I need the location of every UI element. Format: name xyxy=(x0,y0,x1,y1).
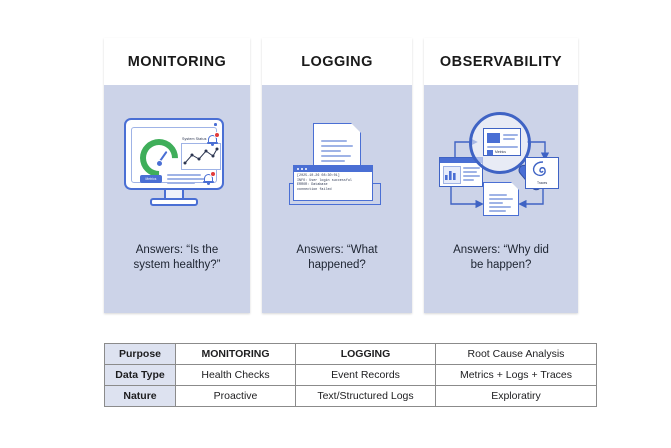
monitor-power-dot xyxy=(214,123,217,126)
table-cell-datatype-observability: Metrics + Logs + Traces xyxy=(435,364,597,386)
log-documents-icon: [2025-10-26 08:30:01] INFO: User login s… xyxy=(289,121,385,207)
table-row: Nature Proactive Text/Structured Logs Ex… xyxy=(104,385,597,407)
table-cell-datatype-monitoring: Health Checks xyxy=(175,364,296,386)
card-monitoring-title: MONITORING xyxy=(127,53,227,70)
connector-arrows xyxy=(450,137,550,209)
card-observability-answer: Answers: “Why did be happen? xyxy=(453,244,549,271)
card-logging-art-wrap: [2025-10-26 08:30:01] INFO: User login s… xyxy=(262,85,412,243)
metrics-card-icon xyxy=(439,157,483,187)
table-cell-purpose-monitoring: MONITORING xyxy=(175,343,296,365)
table-cell-purpose-observability: Root Cause Analysis xyxy=(435,343,597,365)
system-status-label: System Status xyxy=(182,137,207,141)
gauge-icon xyxy=(132,131,186,185)
table-cell-nature-logging: Text/Structured Logs xyxy=(295,385,436,407)
card-monitoring: MONITORING System Status xyxy=(104,38,250,313)
lens-metrics-label: Metrics xyxy=(495,150,506,154)
table-rowhead-data-type: Data Type xyxy=(104,364,176,386)
comparison-table: Purpose MONITORING LOGGING Root Cause An… xyxy=(104,343,597,407)
text-line xyxy=(167,182,195,184)
trace-swirl-icon xyxy=(532,161,546,177)
table-row: Purpose MONITORING LOGGING Root Cause An… xyxy=(104,343,597,365)
traces-label: Traces xyxy=(537,181,548,185)
line-chart-icon xyxy=(181,143,221,170)
card-monitoring-header: MONITORING xyxy=(104,38,250,85)
text-line xyxy=(167,174,201,176)
table-cell-datatype-logging: Event Records xyxy=(295,364,436,386)
text-line xyxy=(321,140,347,142)
log-terminal-window: [2025-10-26 08:30:01] INFO: User login s… xyxy=(293,165,373,201)
monitor-stand-base xyxy=(150,198,198,206)
table-rowhead-purpose: Purpose xyxy=(104,343,176,365)
metrics-button[interactable]: Metrics xyxy=(140,175,162,183)
monitor-screen: System Status xyxy=(124,118,224,190)
card-monitoring-body: System Status xyxy=(104,85,250,313)
card-observability-art-wrap: Metrics Traces xyxy=(424,85,578,243)
magnifier-telemetry-icon: Metrics Traces xyxy=(439,112,563,216)
document-fold xyxy=(511,182,519,190)
card-logging: LOGGING xyxy=(262,38,412,313)
card-logging-answer: Answers: “What happened? xyxy=(296,244,378,271)
card-logging-header: LOGGING xyxy=(262,38,412,85)
alert-bell-icon xyxy=(207,132,220,146)
text-line xyxy=(321,155,351,157)
card-observability-title: OBSERVABILITY xyxy=(439,53,563,70)
alert-badge xyxy=(210,171,216,177)
sparkline-svg xyxy=(183,147,219,165)
card-observability: OBSERVABILITY xyxy=(424,38,578,313)
card-observability-body: Metrics Traces xyxy=(424,85,578,313)
logs-document-icon xyxy=(483,182,519,216)
table-cell-nature-monitoring: Proactive xyxy=(175,385,296,407)
table-cell-purpose-logging: LOGGING xyxy=(295,343,436,365)
text-line xyxy=(321,145,353,147)
magnifier-lens: Metrics xyxy=(469,112,531,174)
monitor-stand-neck xyxy=(164,190,184,199)
table-rowhead-nature: Nature xyxy=(104,385,176,407)
monitor-viewport: System Status xyxy=(131,127,221,185)
lens-metrics-card: Metrics xyxy=(483,128,521,156)
alert-badge xyxy=(214,132,220,138)
card-monitoring-art-wrap: System Status xyxy=(104,85,250,243)
text-line xyxy=(167,178,207,180)
metrics-button-label: Metrics xyxy=(145,177,157,181)
traces-card-icon: Traces xyxy=(525,157,559,189)
alert-bell-icon xyxy=(203,171,216,185)
card-logging-body: [2025-10-26 08:30:01] INFO: User login s… xyxy=(262,85,412,313)
card-observability-header: OBSERVABILITY xyxy=(424,38,578,85)
card-logging-title: LOGGING xyxy=(301,53,373,70)
gauge-hub xyxy=(155,160,163,167)
terminal-title-bar xyxy=(294,166,372,172)
table-row: Data Type Health Checks Event Records Me… xyxy=(104,364,597,386)
log-output-text: [2025-10-26 08:30:01] INFO: User login s… xyxy=(297,174,352,192)
text-line xyxy=(321,160,345,162)
card-monitoring-answer: Answers: “Is the system healthy?” xyxy=(133,244,221,271)
text-line xyxy=(321,150,341,152)
document-fold xyxy=(351,123,361,133)
monitor-dashboard-icon: System Status xyxy=(124,118,230,210)
table-cell-nature-observability: Exploratiry xyxy=(435,385,597,407)
